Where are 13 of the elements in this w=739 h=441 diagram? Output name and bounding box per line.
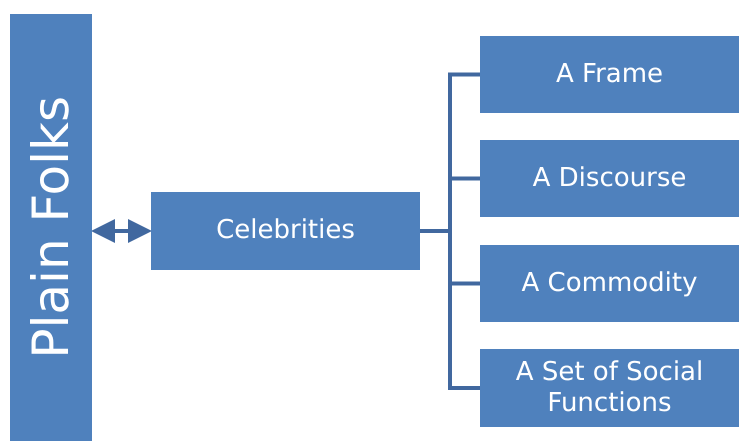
process-box [480, 245, 739, 322]
box-label: A Discourse [532, 162, 686, 194]
process-box [480, 36, 739, 113]
box-label: Plain Folks [21, 96, 81, 359]
box-label: A Set of Social Functions [514, 356, 704, 420]
double-arrow [91, 219, 152, 243]
process-box [480, 140, 739, 217]
process-box [10, 14, 92, 441]
box-label: Celebrities [216, 215, 355, 247]
process-box [480, 349, 739, 427]
box-label: A Commodity [522, 268, 698, 300]
process-box [151, 192, 420, 270]
box-label: A Frame [556, 58, 664, 90]
